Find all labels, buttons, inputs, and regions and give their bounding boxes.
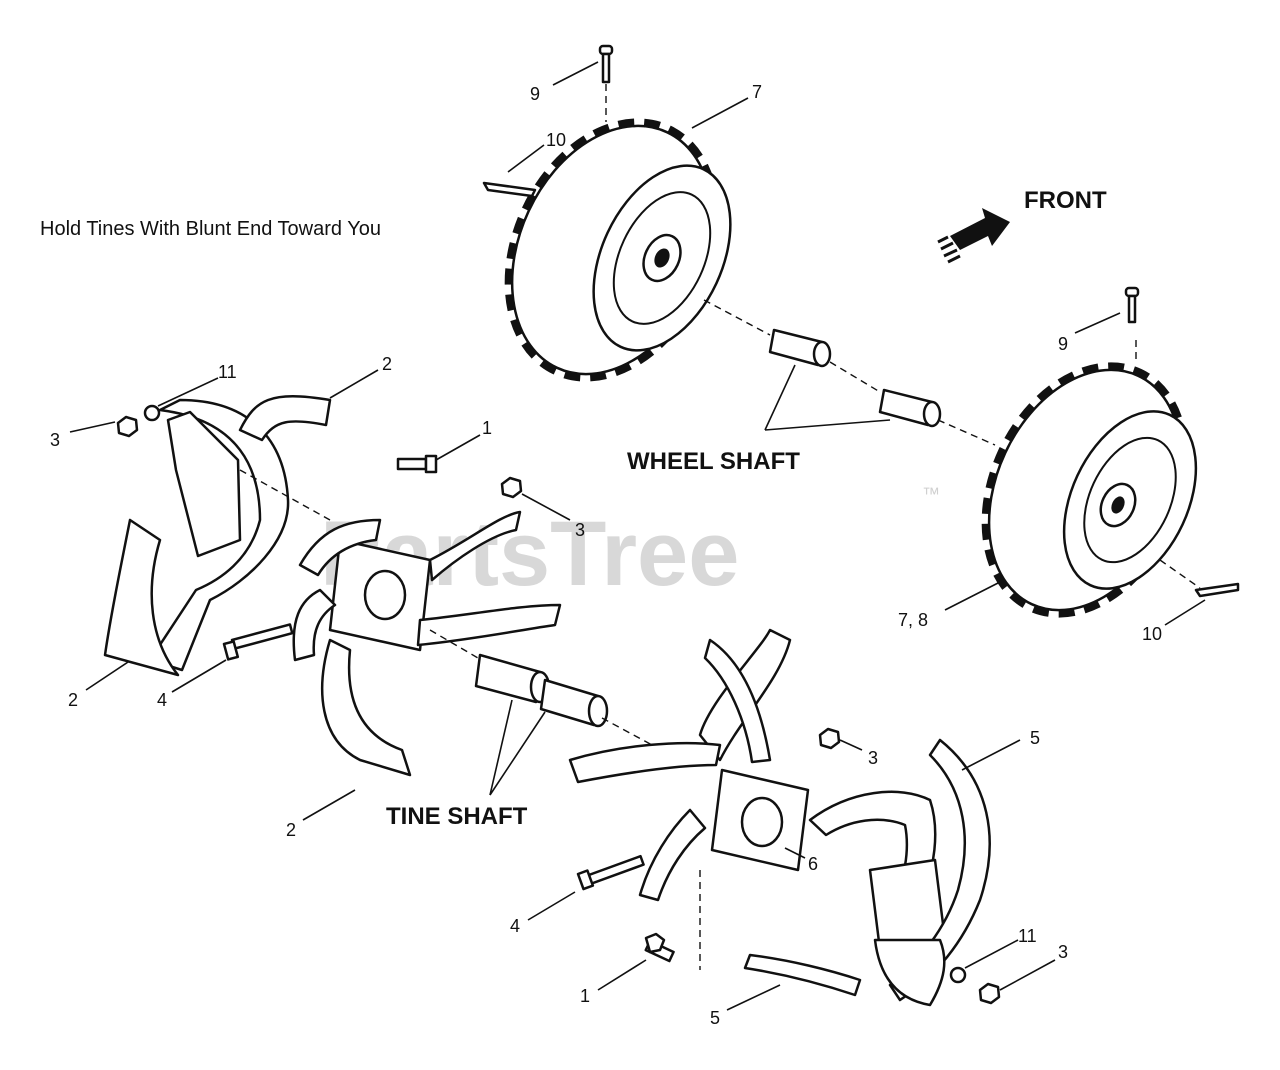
wheel-shaft-part-a [768,328,832,368]
nut-left [116,415,139,438]
tine-shaft-part-b [539,678,609,728]
callout-6: 6 [808,854,818,874]
wheel-shaft-part-b [878,388,942,428]
nut-right-top [818,727,841,750]
bolt-left-4 [222,623,294,661]
callout-11-right: 11 [1018,926,1037,946]
callout-10-top: 10 [546,130,566,150]
callout-1-bottom: 1 [580,986,590,1006]
tine-left-outer [103,395,332,677]
washer-right [949,966,967,984]
tine-shaft-part-a [474,653,551,704]
callout-3-left: 3 [50,430,60,450]
watermark-trademark: ™ [922,484,940,504]
washer-left [143,404,161,422]
tine-hub-right [568,628,810,902]
callout-7-8: 7, 8 [898,610,928,630]
front-arrow-icon [937,208,1010,264]
callout-4-left: 4 [157,690,167,710]
bolt-bottom-1 [644,932,675,963]
callouts: 9 7 10 9 7, 8 10 11 2 3 1 3 2 4 2 3 5 6 … [50,82,1162,1028]
wheel-top [504,118,732,382]
callout-3-mid: 3 [575,520,585,540]
nut-mid [500,476,523,499]
hairpin-clip-right [1194,582,1240,598]
callout-2-bottom: 2 [286,820,296,840]
bolt-top-left [396,454,438,474]
callout-1-top: 1 [482,418,492,438]
callout-11-left: 11 [218,362,237,382]
hairpin-clip-top [482,181,537,198]
tine-right-outer [743,738,991,1007]
callout-9-top: 9 [530,84,540,104]
callout-5-top: 5 [1030,728,1040,748]
clevis-pin-top [598,44,614,84]
clevis-pin-right [1124,286,1140,324]
callout-2-top: 2 [382,354,392,374]
callout-4-bottom: 4 [510,916,520,936]
nut-right-bottom [978,982,1001,1005]
callout-5-bottom: 5 [710,1008,720,1028]
tine-hub-left [292,510,562,777]
callout-9-right: 9 [1058,334,1068,354]
callout-10-right: 10 [1142,624,1162,644]
callout-3-right: 3 [868,748,878,768]
assembly-note: Hold Tines With Blunt End Toward You [40,218,381,240]
callout-7-top: 7 [752,82,762,102]
bolt-right-4 [576,854,645,891]
leader-lines [69,61,1206,1011]
tine-shaft-label: TINE SHAFT [386,803,528,830]
callout-2-left: 2 [68,690,78,710]
callout-3-bottom: 3 [1058,942,1068,962]
front-label: FRONT [1024,187,1107,214]
wheel-shaft-label: WHEEL SHAFT [627,448,800,475]
wheel-right [981,362,1198,618]
